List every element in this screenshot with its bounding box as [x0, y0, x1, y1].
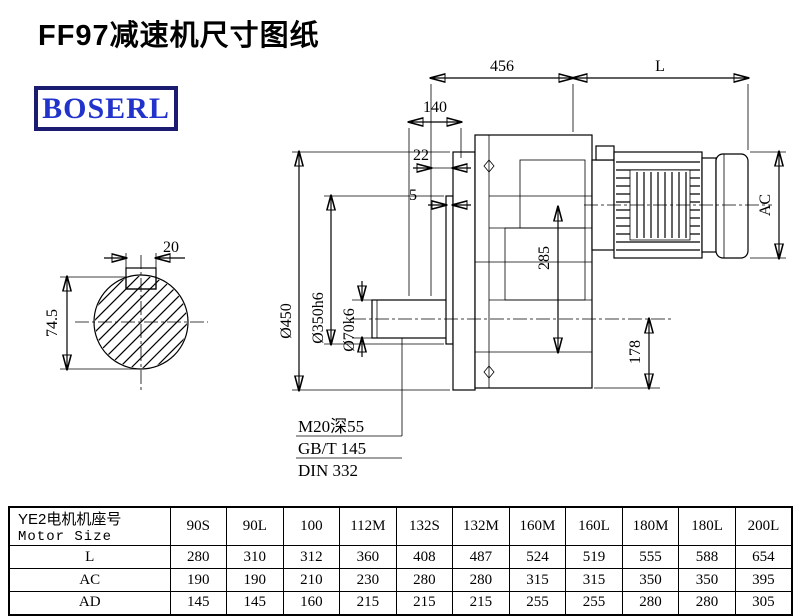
gbt-note-label: GB/T 145	[298, 439, 366, 458]
dim-22: 22	[413, 147, 471, 196]
dim-74-5-label: 74.5	[44, 309, 61, 337]
col-header-180m: 180M	[621, 506, 680, 546]
col-header-100: 100	[282, 506, 341, 546]
motor-size-header-cell: YE2电机机座号 Motor Size	[8, 506, 171, 546]
dim-l: L	[573, 58, 748, 150]
cell: 350	[678, 568, 736, 592]
col-header-90s: 90S	[169, 506, 228, 546]
row-label-ad: AD	[8, 591, 171, 615]
page-title: FF97减速机尺寸图纸	[38, 20, 320, 52]
dim-22-label: 22	[413, 147, 429, 164]
col-header-180l: 180L	[678, 506, 736, 546]
cell: 555	[621, 545, 680, 569]
cell: 280	[621, 591, 680, 615]
shaft-end-view: 20 74.5	[44, 239, 208, 390]
dim-5-label: 5	[409, 187, 417, 204]
cell: 255	[565, 591, 623, 615]
cell: 315	[565, 568, 623, 592]
dia-350: Ø350h6	[310, 196, 444, 344]
table-row-ac: AC 190 190 210 230 280 280 315 315 350 3…	[8, 568, 793, 592]
dim-140-label: 140	[423, 99, 447, 116]
brand-text: BOSERL	[42, 91, 170, 125]
dia-70-label: Ø70k6	[341, 308, 358, 352]
cell: 210	[282, 568, 341, 592]
flange-spigot	[445, 195, 454, 345]
terminal-box	[595, 145, 615, 161]
cell: 408	[395, 545, 454, 569]
cell: 350	[621, 568, 680, 592]
cell: 280	[169, 545, 228, 569]
cell: 215	[452, 591, 510, 615]
col-header-132s: 132S	[395, 506, 454, 546]
col-header-112m: 112M	[339, 506, 397, 546]
header-en: Motor Size	[18, 529, 113, 545]
cell: 524	[508, 545, 567, 569]
mounting-flange	[445, 151, 476, 391]
col-header-132m: 132M	[452, 506, 510, 546]
col-header-200l: 200L	[734, 506, 793, 546]
dim-285-label: 285	[536, 246, 553, 270]
cell: 360	[339, 545, 397, 569]
header-cn: YE2电机机座号	[18, 511, 122, 528]
dim-ac: AC	[750, 152, 786, 258]
dia-70: Ø70k6	[341, 281, 372, 357]
dim-140: 140	[409, 99, 461, 296]
cell: 215	[339, 591, 397, 615]
cell: 315	[508, 568, 567, 592]
dim-456-label: 456	[490, 58, 514, 75]
dim-20-label: 20	[163, 239, 179, 256]
cell: 280	[678, 591, 736, 615]
cell: 230	[339, 568, 397, 592]
cell: 190	[169, 568, 228, 592]
cell: 280	[395, 568, 454, 592]
thread-note-label: M20深55	[298, 417, 364, 436]
dim-178-label: 178	[627, 340, 644, 364]
cell: 654	[734, 545, 793, 569]
dim-20: 20	[104, 239, 185, 274]
cell: 487	[452, 545, 510, 569]
motor	[591, 145, 749, 259]
flange-plate	[452, 151, 476, 391]
cell: 280	[452, 568, 510, 592]
cell: 145	[226, 591, 284, 615]
cell: 255	[508, 591, 567, 615]
bolt-hole-top-icon	[483, 159, 495, 173]
cell: 160	[282, 591, 341, 615]
cell: 312	[282, 545, 341, 569]
table-row-ad: AD 145 145 160 215 215 215 255 255 280 2…	[8, 591, 793, 615]
col-header-90l: 90L	[226, 506, 284, 546]
brand-logo: BOSERL	[34, 86, 178, 131]
col-header-160m: 160M	[508, 506, 567, 546]
row-label-l: L	[8, 545, 171, 569]
bolt-hole-bottom-icon	[483, 365, 495, 379]
cell: 588	[678, 545, 736, 569]
thread-note: M20深55 GB/T 145 DIN 332	[296, 338, 403, 480]
main-view: 456 L 140 22	[278, 58, 786, 480]
fan-cowl	[715, 153, 749, 259]
dia-450-label: Ø450	[278, 303, 295, 339]
dim-5: 5	[409, 187, 471, 212]
gearbox-housing	[474, 134, 593, 389]
cell: 145	[169, 591, 228, 615]
table-header-row: YE2电机机座号 Motor Size 90S 90L 100 112M 132…	[8, 506, 793, 546]
dim-285: 285	[536, 207, 558, 352]
cell: 519	[565, 545, 623, 569]
cell: 310	[226, 545, 284, 569]
dimension-drawing: 20 74.5	[44, 58, 786, 480]
dim-74-5: 74.5	[44, 277, 140, 369]
col-header-160l: 160L	[565, 506, 623, 546]
table-row-l: L 280 310 312 360 408 487 524 519 555 58…	[8, 545, 793, 569]
dim-178: 178	[594, 319, 660, 388]
din-note-label: DIN 332	[298, 461, 358, 480]
cell: 190	[226, 568, 284, 592]
dia-350-label: Ø350h6	[310, 292, 327, 344]
motor-size-table: YE2电机机座号 Motor Size 90S 90L 100 112M 132…	[8, 506, 793, 616]
dia-450: Ø450	[278, 152, 450, 390]
dim-ac-label: AC	[757, 194, 774, 216]
cell: 215	[395, 591, 454, 615]
cell: 305	[734, 591, 793, 615]
cell: 395	[734, 568, 793, 592]
row-label-ac: AC	[8, 568, 171, 592]
dim-l-label: L	[655, 58, 665, 75]
